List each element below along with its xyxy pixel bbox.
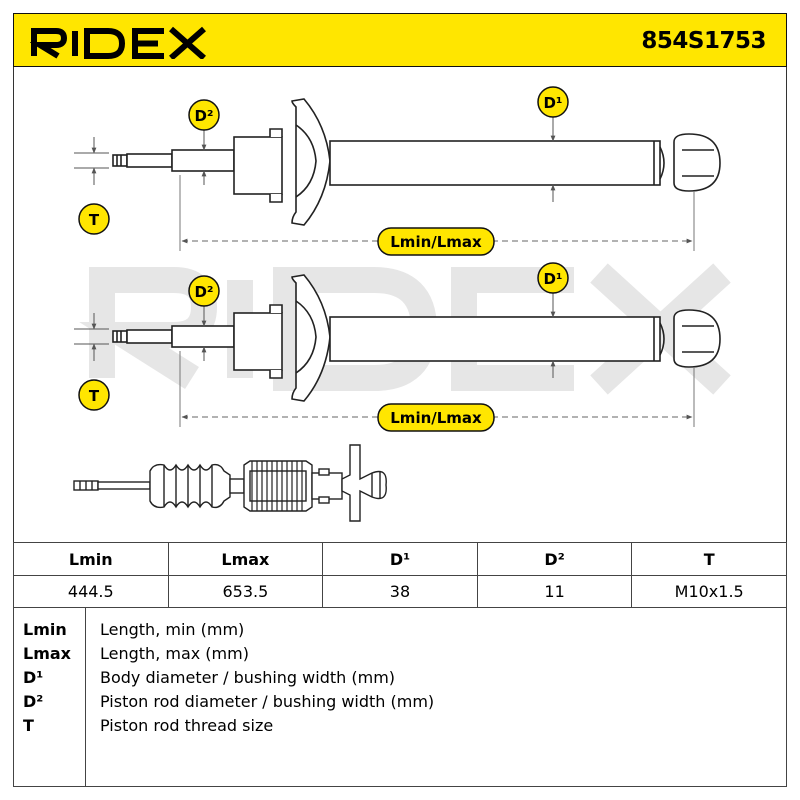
legend-abbr: Lmax xyxy=(23,644,71,663)
spec-table: Lmin Lmax D¹ D² T 444.5 653.5 38 11 M10x… xyxy=(13,542,787,608)
label-d1-badge-2: D¹ xyxy=(537,262,569,294)
technical-drawing-panel: D² D¹ T Lmin/Lmax D² D¹ T Lmin/Lmax xyxy=(13,67,787,543)
label-t-text: T xyxy=(89,387,100,405)
legend-desc: Piston rod diameter / bushing width (mm) xyxy=(100,692,435,711)
value-d1: 38 xyxy=(322,575,478,608)
label-d1-text: D¹ xyxy=(543,270,562,288)
value-lmin: 444.5 xyxy=(13,575,169,608)
header-bar: 854S1753 xyxy=(13,13,787,67)
label-t-text: T xyxy=(89,211,100,229)
shock-absorber-view-1 xyxy=(74,98,721,251)
legend-desc: Length, max (mm) xyxy=(100,644,249,663)
header-d1: D¹ xyxy=(322,542,478,576)
legend-abbr: D¹ xyxy=(23,668,44,687)
legend-abbr: Lmin xyxy=(23,620,67,639)
accessory-kit-drawing xyxy=(73,444,387,522)
label-length-text: Lmin/Lmax xyxy=(390,233,482,251)
label-length-text: Lmin/Lmax xyxy=(390,409,482,427)
spec-table-header-row: Lmin Lmax D¹ D² T xyxy=(13,542,787,576)
legend-abbr: D² xyxy=(23,692,44,711)
ridex-logo xyxy=(30,26,206,59)
legend-panel: Lmin Length, min (mm) Lmax Length, max (… xyxy=(13,607,787,787)
legend-desc: Body diameter / bushing width (mm) xyxy=(100,668,396,687)
header-d2: D² xyxy=(476,542,633,576)
legend-divider xyxy=(85,607,86,787)
value-t: M10x1.5 xyxy=(631,575,787,608)
value-lmax: 653.5 xyxy=(167,575,324,608)
legend-desc: Length, min (mm) xyxy=(100,620,245,639)
header-lmax: Lmax xyxy=(167,542,324,576)
label-d2-text: D² xyxy=(194,107,213,125)
part-number: 854S1753 xyxy=(641,28,766,54)
label-length-badge-1: Lmin/Lmax xyxy=(377,227,495,256)
label-d2-badge-1: D² xyxy=(188,99,220,131)
label-d2-text: D² xyxy=(194,283,213,301)
label-t-badge-1: T xyxy=(78,203,110,235)
label-d1-text: D¹ xyxy=(543,94,562,112)
value-d2: 11 xyxy=(476,575,633,608)
header-lmin: Lmin xyxy=(13,542,169,576)
legend-abbr: T xyxy=(23,716,34,735)
header-t: T xyxy=(631,542,787,576)
label-t-badge-2: T xyxy=(78,379,110,411)
shock-absorber-drawing: D² D¹ T Lmin/Lmax D² D¹ T Lmin/Lmax xyxy=(73,86,731,522)
legend-desc: Piston rod thread size xyxy=(100,716,274,735)
spec-table-value-row: 444.5 653.5 38 11 M10x1.5 xyxy=(13,575,787,608)
label-length-badge-2: Lmin/Lmax xyxy=(377,403,495,432)
label-d2-badge-2: D² xyxy=(188,275,220,307)
shock-absorber-view-2 xyxy=(74,274,721,427)
label-d1-badge-1: D¹ xyxy=(537,86,569,118)
